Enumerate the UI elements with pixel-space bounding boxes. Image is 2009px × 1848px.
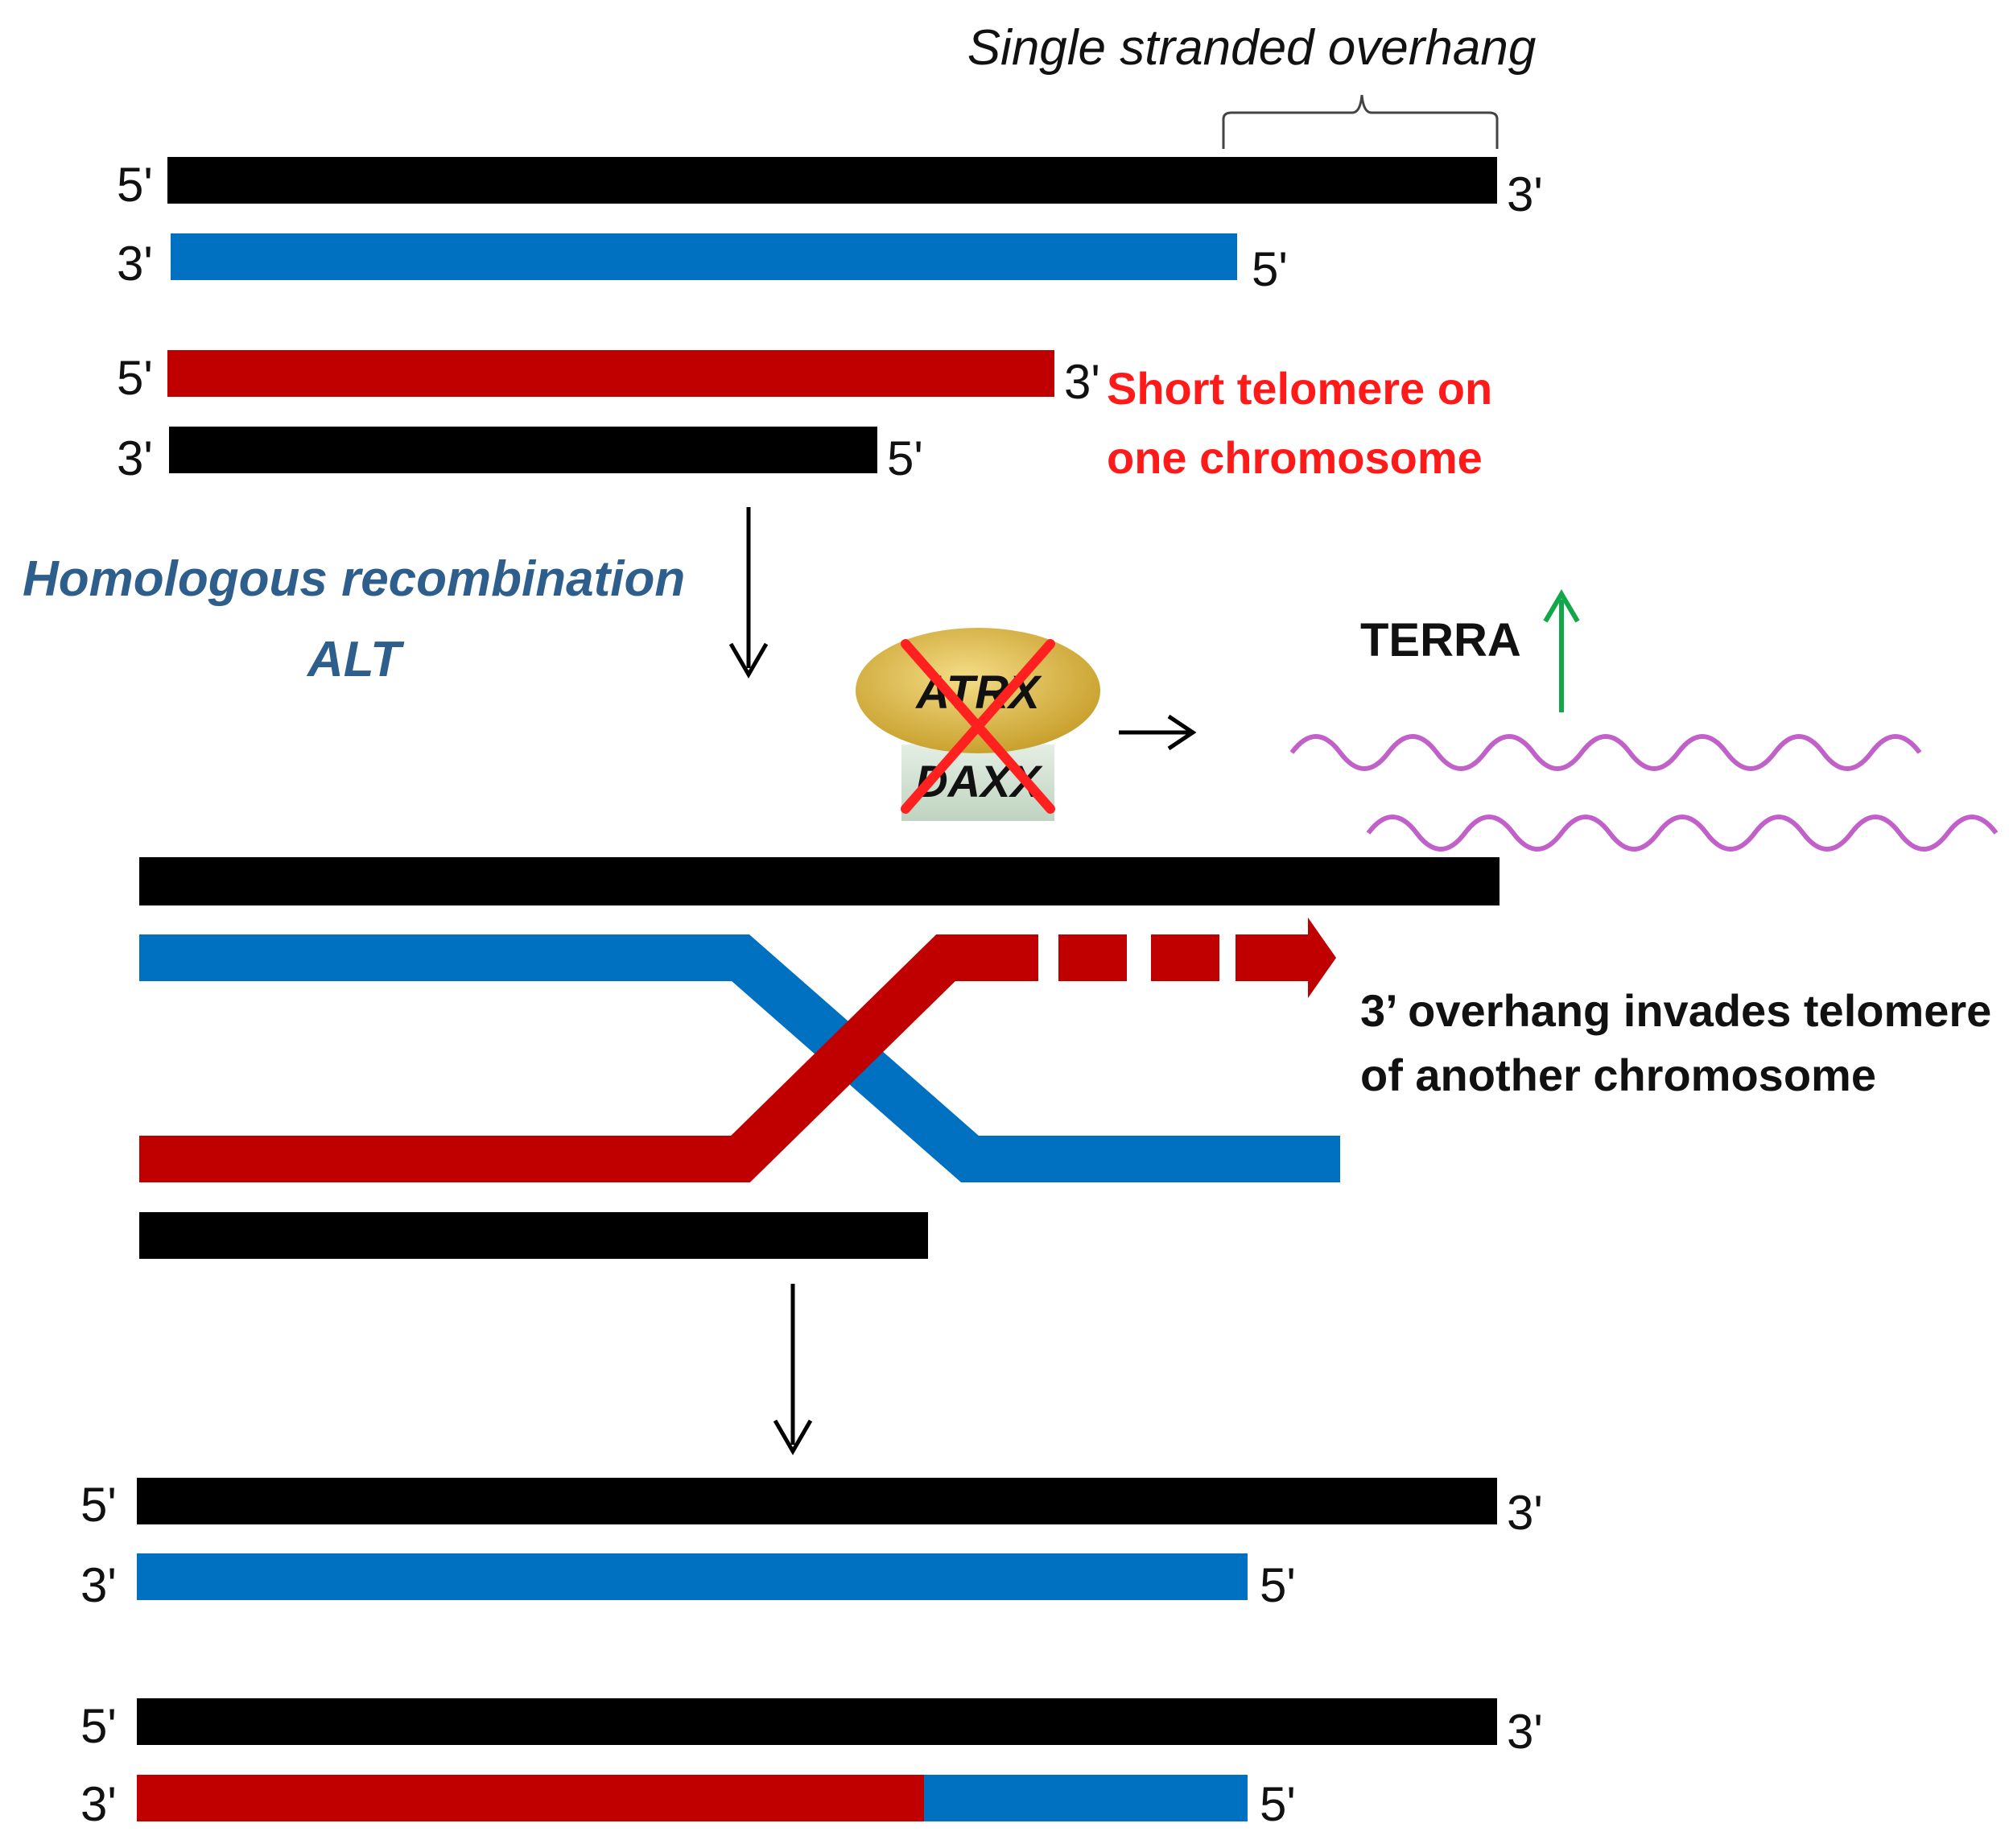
red-arrowhead-icon xyxy=(1236,918,1336,998)
recombination-section: Homologous recombination ALT ATRX DAXX T… xyxy=(23,507,1999,852)
end-label-3prime: 3ʹ xyxy=(1064,355,1100,409)
terra-wave xyxy=(1366,815,1999,852)
down-arrow-icon xyxy=(773,1284,813,1455)
hr-title: Homologous recombination xyxy=(23,551,685,607)
blue-strand xyxy=(171,233,1237,280)
red-strand xyxy=(167,350,1054,397)
end-label-5prime: 5ʹ xyxy=(117,158,153,212)
black-strand-long xyxy=(137,1698,1497,1745)
end-label-5prime: 5ʹ xyxy=(1260,1777,1296,1831)
overhang-title: Single stranded overhang xyxy=(967,20,1537,76)
end-label-5prime: 5ʹ xyxy=(1252,242,1288,296)
black-strand-long xyxy=(137,1478,1497,1524)
atrx-daxx-complex: ATRX DAXX xyxy=(856,628,1100,821)
end-label-5prime: 5ʹ xyxy=(1260,1558,1296,1612)
end-label-5prime: 5ʹ xyxy=(117,351,153,405)
black-strand-long xyxy=(139,857,1500,905)
invade-label-line2: of another chromosome xyxy=(1360,1050,1876,1100)
black-strand-long xyxy=(167,157,1497,204)
end-label-3prime: 3ʹ xyxy=(80,1558,117,1612)
short-telomere-label: Short telomere on xyxy=(1107,363,1492,414)
red-dash xyxy=(1058,934,1127,981)
end-label-3prime: 3ʹ xyxy=(117,431,153,485)
result-section: 5ʹ 3ʹ 3ʹ 5ʹ 5ʹ 3ʹ 3ʹ 5ʹ xyxy=(80,1478,1543,1831)
invasion-section: 3’ overhang invades telomere of another … xyxy=(139,857,1991,1455)
end-label-5prime: 5ʹ xyxy=(80,1478,117,1532)
end-label-3prime: 3ʹ xyxy=(80,1777,117,1831)
end-label-3prime: 3ʹ xyxy=(1507,1486,1543,1540)
red-strand-segment xyxy=(137,1775,924,1821)
end-label-3prime: 3ʹ xyxy=(1507,1705,1543,1759)
down-arrow-icon xyxy=(728,507,769,679)
black-strand-short xyxy=(139,1212,928,1259)
overhang-brace xyxy=(1222,94,1499,149)
black-strand-short xyxy=(169,427,877,473)
end-label-3prime: 3ʹ xyxy=(1507,167,1543,221)
red-dash xyxy=(1151,934,1219,981)
invade-label: 3’ overhang invades telomere xyxy=(1360,985,1991,1036)
end-label-5prime: 5ʹ xyxy=(80,1699,117,1753)
terra-label: TERRA xyxy=(1360,614,1521,666)
end-label-3prime: 3ʹ xyxy=(117,237,153,291)
short-telomere-section: 5ʹ 3ʹ 3ʹ 5ʹ Short telomere on one chromo… xyxy=(117,350,1492,485)
short-telomere-label-line2: one chromosome xyxy=(1107,432,1483,483)
blue-strand-segment xyxy=(924,1775,1248,1821)
red-x-icon xyxy=(901,639,1055,814)
alt-title: ALT xyxy=(306,632,405,687)
terra-wave xyxy=(1289,734,1922,771)
top-section: Single stranded overhang 5ʹ 3ʹ 3ʹ 5ʹ xyxy=(117,20,1543,296)
red-strand-crossing xyxy=(139,934,1038,1182)
blue-strand xyxy=(137,1553,1248,1600)
end-label-5prime: 5ʹ xyxy=(887,431,923,485)
right-arrow-icon xyxy=(1119,714,1197,751)
green-up-arrow-icon xyxy=(1543,589,1580,712)
